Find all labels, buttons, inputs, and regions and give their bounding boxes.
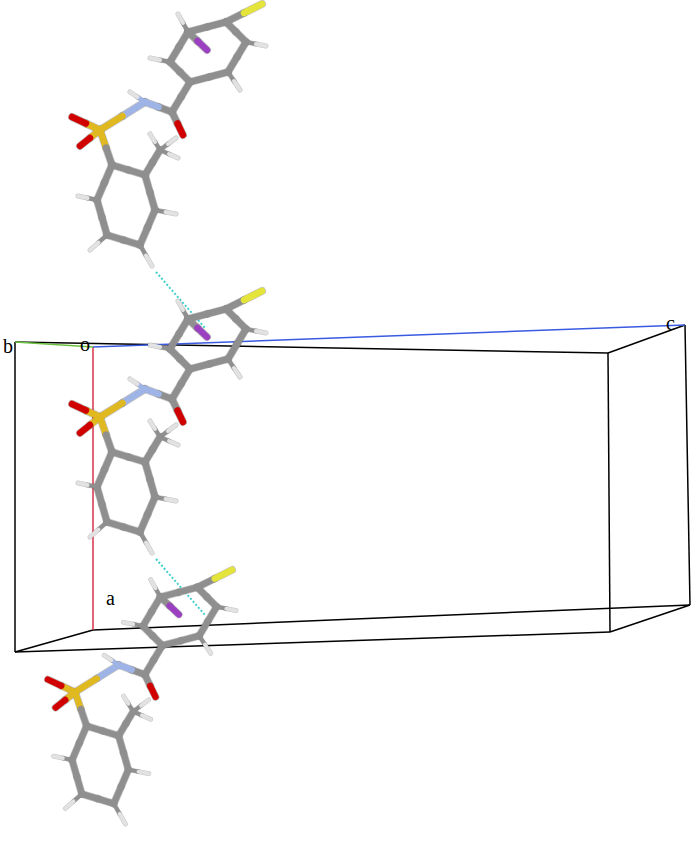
bond [166, 499, 177, 501]
bond [168, 138, 176, 144]
bond [100, 403, 123, 417]
bond [150, 58, 160, 60]
molecule [48, 570, 236, 824]
bond [168, 425, 176, 431]
bond [198, 328, 208, 337]
cell-edge [15, 632, 610, 652]
bond [97, 665, 119, 679]
bond [150, 345, 160, 347]
bond [256, 331, 266, 333]
bond [72, 117, 86, 124]
bond [153, 437, 161, 450]
bond [104, 655, 111, 660]
bond [56, 700, 66, 708]
cell-edge [14, 342, 16, 652]
cell-edge [15, 342, 608, 353]
bond [126, 712, 133, 724]
bond [244, 4, 262, 13]
bond [256, 44, 266, 46]
bond [100, 116, 123, 130]
bond [139, 772, 149, 774]
bond [151, 580, 156, 589]
bond [234, 81, 240, 90]
bond [105, 165, 113, 183]
bond [78, 196, 88, 198]
molecule [72, 291, 266, 615]
unit-cell [15, 325, 690, 652]
bond [124, 622, 134, 624]
bond [65, 801, 73, 808]
bond [120, 814, 126, 824]
bond [178, 124, 184, 136]
bond [90, 530, 99, 538]
bond [166, 212, 177, 214]
bond [72, 404, 86, 411]
bond [244, 291, 262, 300]
bond [75, 679, 97, 693]
bond [54, 756, 63, 758]
bond [142, 715, 151, 719]
bond [146, 543, 152, 554]
bond [150, 686, 155, 697]
bond [178, 301, 183, 310]
bond [169, 441, 178, 445]
bond [146, 256, 152, 267]
cell-edge [610, 605, 690, 632]
bond [226, 609, 236, 611]
bond [79, 726, 86, 743]
bond [178, 411, 184, 423]
cell-edge [685, 325, 690, 605]
bond [80, 425, 90, 433]
axis-label: o [80, 334, 90, 354]
axis-label: a [106, 588, 115, 608]
bond [170, 606, 179, 615]
bond [80, 138, 90, 146]
bond [124, 696, 129, 704]
cell-edge [15, 630, 93, 652]
bond [169, 154, 178, 158]
cell-edge [608, 353, 610, 632]
bond [178, 14, 183, 23]
bond [198, 41, 208, 50]
bond [130, 379, 138, 384]
bond [48, 679, 62, 685]
molecule [72, 4, 266, 328]
axis-label: b [3, 336, 13, 356]
cell-edge [93, 605, 690, 630]
axis-label: c [666, 313, 675, 333]
bond [123, 102, 146, 116]
bond [105, 452, 113, 470]
bond [141, 700, 149, 706]
bond [205, 645, 211, 654]
bond [150, 421, 155, 429]
bond [150, 134, 155, 142]
bond [78, 483, 88, 485]
bond [153, 150, 161, 163]
bond [215, 570, 232, 579]
bond [90, 243, 99, 251]
bond [123, 389, 146, 403]
bond [130, 92, 138, 97]
bond [234, 368, 240, 377]
